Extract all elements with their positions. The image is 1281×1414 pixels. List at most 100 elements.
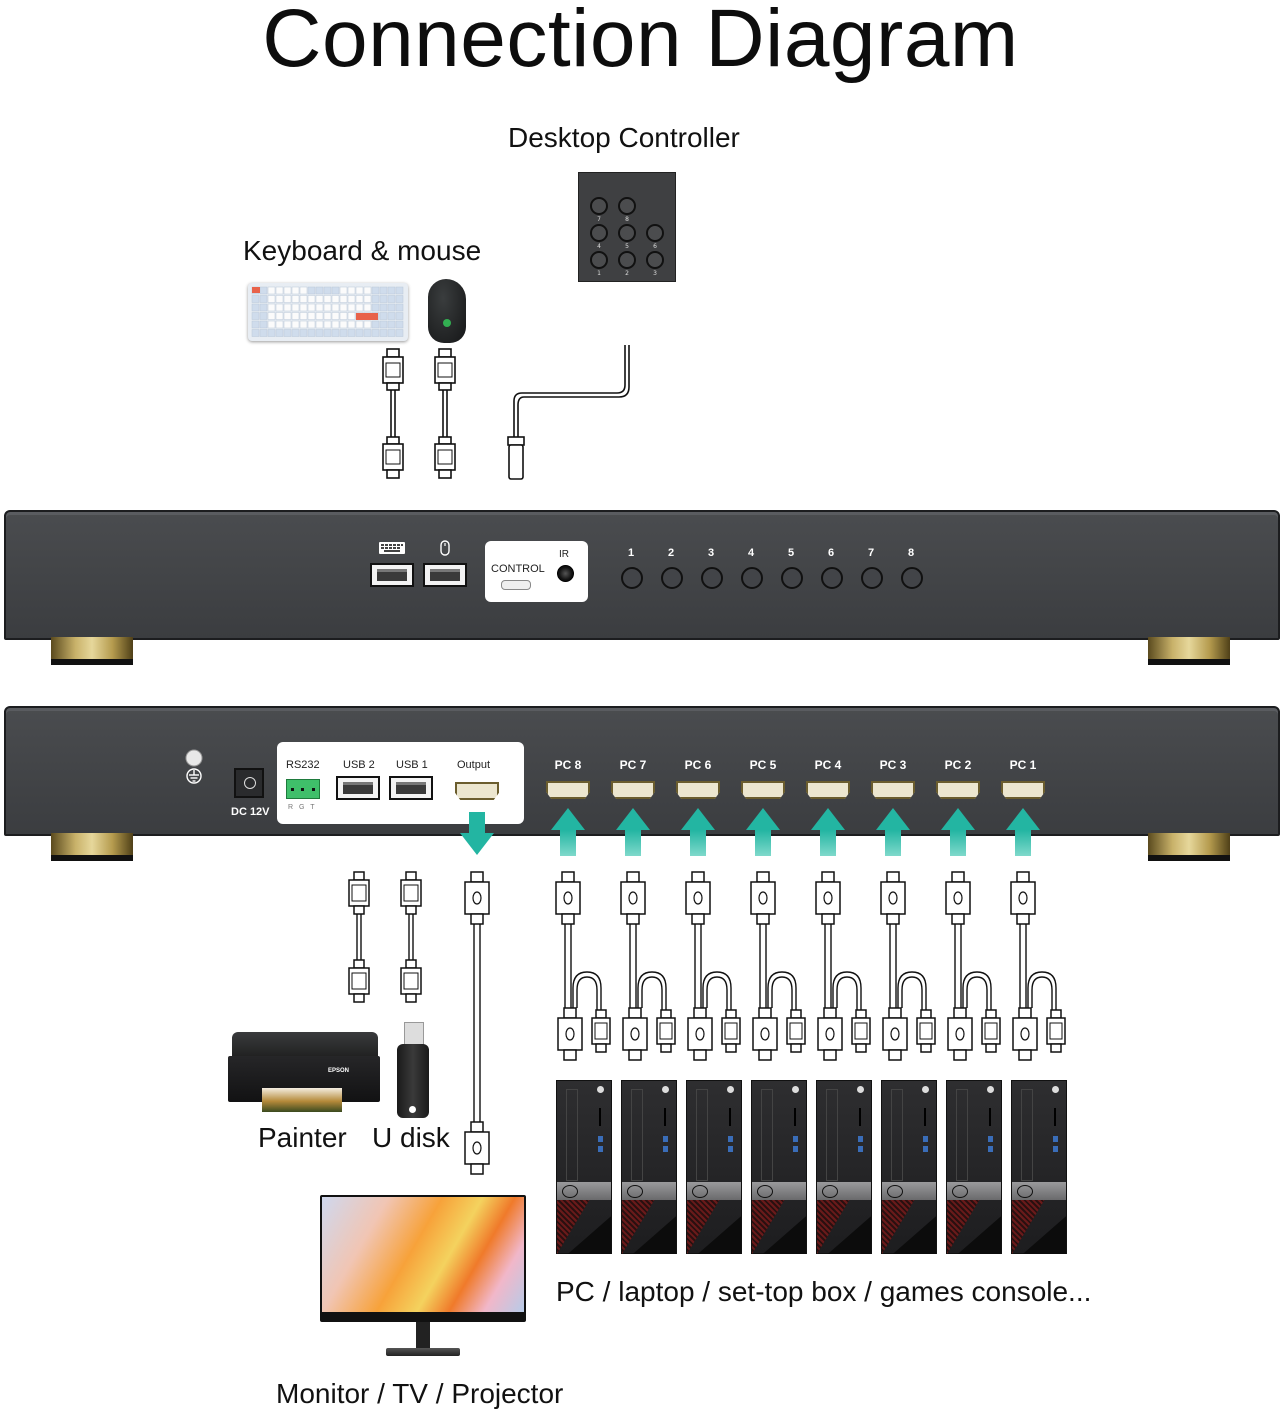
front-button-number: 2 — [667, 547, 675, 559]
card-slot — [664, 1108, 666, 1126]
hdmi-input-port-pc6[interactable] — [676, 781, 720, 799]
power-button — [662, 1086, 669, 1093]
optical-drive — [631, 1089, 643, 1181]
pc-port-label: PC 5 — [749, 758, 777, 772]
usb2-port[interactable] — [336, 776, 380, 800]
input-arrow-head — [876, 808, 910, 830]
hdmi-input-port-pc5[interactable] — [741, 781, 785, 799]
input-arrow-stem — [950, 830, 966, 856]
usb-front — [793, 1136, 798, 1142]
front-button-8[interactable] — [901, 567, 923, 589]
keyboard-key — [347, 320, 356, 329]
input-arrow-head — [941, 808, 975, 830]
rear-ports-box: RS232 R G T USB 2 USB 1 Output — [277, 742, 524, 824]
keyboard-key — [275, 286, 284, 295]
power-button — [922, 1086, 929, 1093]
keyboard-key — [339, 295, 348, 303]
control-usb-c-port[interactable] — [501, 580, 531, 590]
monitor-screen — [322, 1197, 524, 1312]
keyboard-key — [275, 320, 284, 329]
keyboard-key — [323, 312, 332, 320]
keyboard-key — [379, 312, 388, 320]
keyboard-key — [307, 303, 316, 312]
mouse-usb-port[interactable] — [423, 563, 467, 587]
input-arrow-stem — [1015, 830, 1031, 856]
front-button-6[interactable] — [821, 567, 843, 589]
front-button-7[interactable] — [861, 567, 883, 589]
keyboard-key — [267, 312, 276, 320]
pc-port-label: PC 4 — [814, 758, 842, 772]
hdmi-input-port-pc7[interactable] — [611, 781, 655, 799]
hdmi-output-port[interactable] — [455, 782, 499, 800]
usb1-port[interactable] — [389, 776, 433, 800]
usb-front — [793, 1146, 798, 1152]
front-button-4[interactable] — [741, 567, 763, 589]
keyboard-key — [251, 312, 260, 320]
input-arrow-head — [551, 808, 585, 830]
front-button-5[interactable] — [781, 567, 803, 589]
keyboard-key — [315, 295, 324, 303]
desktop-controller: 7 8 4 5 6 1 2 3 — [578, 172, 676, 282]
top-cables — [382, 345, 630, 480]
keyboard-key — [331, 312, 340, 320]
keyboard-key — [323, 303, 332, 312]
card-slot — [989, 1108, 991, 1126]
hdmi-input-port-pc4[interactable] — [806, 781, 850, 799]
keyboard-key — [299, 312, 308, 320]
usb-front — [858, 1146, 863, 1152]
keyboard-key — [331, 295, 340, 303]
pc-tower — [946, 1080, 1002, 1254]
power-button — [1052, 1086, 1059, 1093]
controller-button-3 — [646, 251, 664, 269]
keyboard-key — [339, 312, 348, 320]
dell-logo — [887, 1185, 903, 1198]
control-usb-c-cable — [507, 345, 630, 480]
keyboard-key — [251, 329, 260, 337]
keyboard-key — [355, 329, 364, 337]
input-arrow-stem — [560, 830, 576, 856]
keyboard-key — [267, 303, 276, 312]
keyboard-key — [275, 312, 284, 320]
hdmi-input-port-pc8[interactable] — [546, 781, 590, 799]
monitor-bezel — [320, 1195, 526, 1322]
controller-num: 7 — [597, 216, 601, 223]
ground-icon — [185, 749, 203, 784]
pc-tower — [686, 1080, 742, 1254]
dc-power-jack[interactable] — [234, 768, 264, 798]
keyboard-key — [299, 329, 308, 337]
front-button-2[interactable] — [661, 567, 683, 589]
hdmi-input-port-pc2[interactable] — [936, 781, 980, 799]
udisk-label: U disk — [372, 1122, 450, 1153]
dc-label: DC 12V — [231, 806, 270, 818]
power-button — [987, 1086, 994, 1093]
optical-drive — [696, 1089, 708, 1181]
printer-image: EPSON — [228, 1032, 380, 1112]
hdmi-input-port-pc3[interactable] — [871, 781, 915, 799]
power-button — [597, 1086, 604, 1093]
keyboard-key — [371, 303, 380, 312]
keyboard-key — [387, 320, 396, 329]
keyboard-key — [307, 320, 316, 329]
keyboard-key — [347, 295, 356, 303]
rs232-terminal[interactable] — [286, 779, 320, 799]
desktop-controller-label: Desktop Controller — [508, 122, 740, 153]
output-arrow-head — [460, 833, 494, 855]
input-arrow-stem — [690, 830, 706, 856]
keyboard-key — [387, 312, 396, 320]
controller-button-4 — [590, 224, 608, 242]
usb-front — [1053, 1146, 1058, 1152]
usb1-label: USB 1 — [396, 759, 428, 771]
pc-cable-1 — [620, 871, 676, 1061]
keyboard-key — [267, 286, 276, 295]
front-button-1[interactable] — [621, 567, 643, 589]
input-arrow-head — [616, 808, 650, 830]
hdmi-input-port-pc1[interactable] — [1001, 781, 1045, 799]
keyboard-usb-port[interactable] — [370, 563, 414, 587]
keyboard-key — [379, 286, 388, 295]
keyboard-key — [355, 295, 364, 303]
keyboard-key — [387, 303, 396, 312]
pc-cable-0 — [555, 871, 611, 1061]
front-button-3[interactable] — [701, 567, 723, 589]
front-button-number: 4 — [747, 547, 755, 559]
controller-button-6 — [646, 224, 664, 242]
